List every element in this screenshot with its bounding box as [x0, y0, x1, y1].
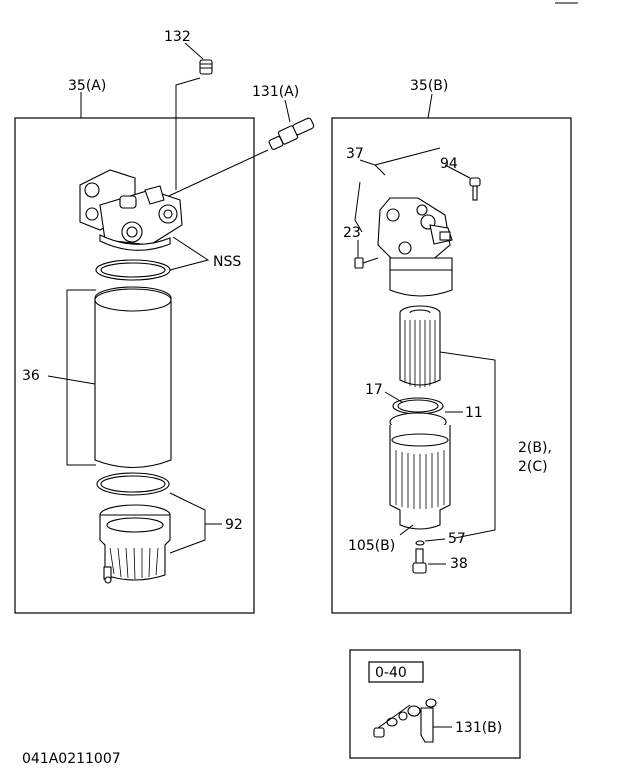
callout-36: 36 — [22, 368, 40, 384]
inset-frame — [349, 649, 521, 759]
leader-57 — [424, 538, 446, 542]
part-38-drain-plug[interactable] — [412, 548, 427, 574]
leader-132 — [184, 42, 204, 60]
bracket-92 — [169, 492, 206, 554]
callout-11: 11 — [465, 405, 483, 421]
part-11-filter-element[interactable] — [399, 305, 441, 388]
leader-105b — [399, 524, 414, 536]
bowl-cap-92[interactable] — [99, 504, 171, 584]
callout-2b: 2(B), — [518, 440, 552, 456]
callout-57: 57 — [448, 531, 466, 547]
callout-2c: 2(C) — [518, 459, 548, 475]
part-131a-fitting[interactable] — [268, 117, 315, 150]
figure-id: 041A0211007 — [22, 751, 121, 767]
oring-nss-upper[interactable] — [95, 259, 171, 281]
leader-131a — [284, 99, 291, 123]
assembly-a-frame — [14, 117, 255, 614]
callout-17: 17 — [365, 382, 383, 398]
part-36-filter-element[interactable] — [94, 288, 172, 468]
callout-94: 94 — [440, 156, 458, 172]
bracket-2b — [439, 351, 496, 539]
callout-37: 37 — [346, 146, 364, 162]
leader-inset-a — [377, 704, 411, 729]
callout-38: 38 — [450, 556, 468, 572]
callout-132: 132 — [164, 29, 191, 45]
part-23-screw[interactable] — [354, 257, 379, 269]
leader-35b — [427, 93, 433, 119]
callout-92: 92 — [225, 517, 243, 533]
callout-131a: 131(A) — [252, 84, 299, 100]
inset-label-box — [368, 661, 424, 683]
callout-35b: 35(B) — [410, 78, 448, 94]
part-37-filter-head[interactable] — [377, 197, 453, 263]
callout-nss: NSS — [213, 254, 241, 270]
part-131b-fitting[interactable] — [373, 698, 437, 743]
leader-94 — [444, 164, 471, 179]
callout-23: 23 — [343, 225, 361, 241]
callout-131b: 131(B) — [455, 720, 502, 736]
part-132-plug[interactable] — [199, 59, 213, 75]
part-94-bolt[interactable] — [469, 177, 481, 201]
leader-17 — [384, 391, 403, 403]
filter-head-a[interactable] — [79, 169, 183, 251]
part-105b-bowl[interactable] — [389, 412, 451, 530]
callout-105b: 105(B) — [348, 538, 395, 554]
part-17-oring[interactable] — [392, 397, 444, 415]
leader-37b — [374, 147, 441, 166]
head-housing-b[interactable] — [389, 257, 453, 297]
leader-nss — [169, 236, 210, 271]
callout-35a: 35(A) — [68, 78, 106, 94]
leader-132-to-head — [175, 77, 201, 190]
leader-36 — [47, 375, 96, 385]
part-57-ring[interactable] — [415, 540, 425, 546]
leader-37c — [354, 181, 363, 233]
bracket-36 — [66, 289, 96, 466]
assembly-b-frame — [331, 117, 572, 614]
inset-label: 0-40 — [375, 665, 407, 681]
dashline-131a — [159, 149, 269, 201]
oring-lower[interactable] — [96, 472, 170, 496]
leader-37 — [359, 159, 386, 176]
